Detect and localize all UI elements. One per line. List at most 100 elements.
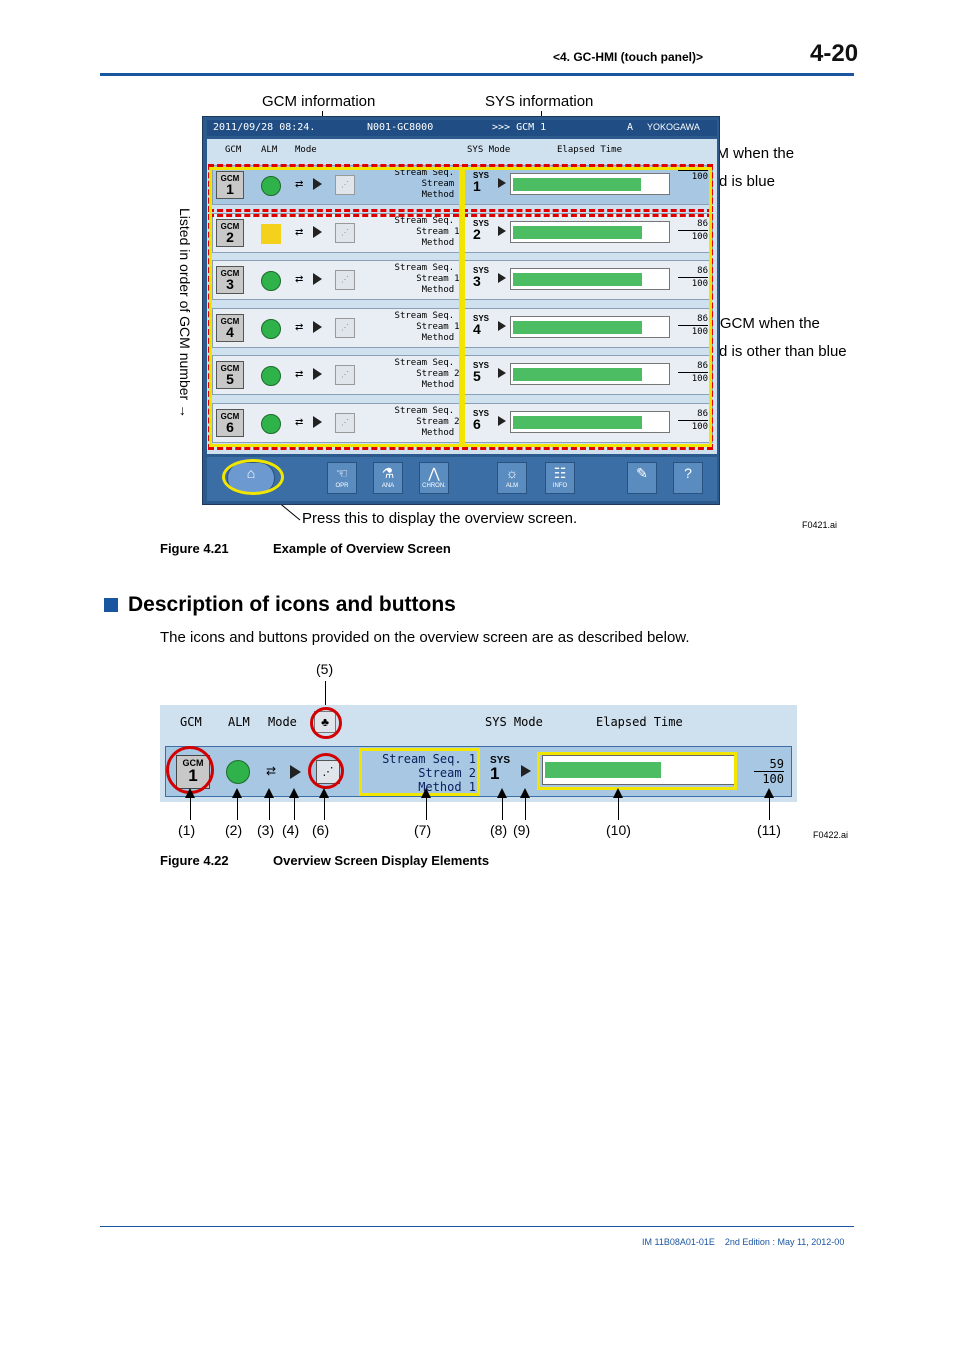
unit-name: N001-GC8000	[367, 122, 434, 133]
gcm-selector[interactable]: >>> GCM 1	[492, 122, 547, 133]
stream: Stream 22	[416, 369, 465, 379]
sys-number: 4	[473, 321, 481, 337]
elapsed-fill	[513, 178, 641, 191]
elapsed-bar	[510, 316, 670, 338]
highlight-marker-6	[308, 753, 344, 789]
elapsed-values: 100	[678, 170, 708, 183]
sys-number: 2	[473, 226, 481, 242]
col-gcm: GCM	[225, 145, 242, 155]
marker-label: (3)	[257, 822, 275, 838]
status-bar: 2011/09/28 08:24. N001-GC8000 >>> GCM 1 …	[207, 120, 717, 136]
stream-seq: Stream Seq. 1	[394, 263, 465, 273]
elapsed-current: 86	[678, 218, 708, 231]
figure-caption-title-1: Example of Overview Screen	[273, 541, 451, 556]
play-icon	[313, 273, 322, 285]
opr-button[interactable]: ☜OPR	[327, 462, 357, 494]
fig2-col-gcm: GCM	[180, 715, 202, 729]
play-icon	[313, 321, 322, 333]
marker-arrowhead	[520, 788, 530, 798]
gcm-tag: GCM	[220, 222, 240, 231]
mode-icon: ⇄	[295, 417, 304, 428]
method: Method 1	[421, 428, 465, 438]
gcm-number: 3	[226, 276, 234, 292]
marker-label: (11)	[757, 822, 781, 838]
sys-play-icon	[498, 178, 506, 188]
section-body: The icons and buttons provided on the ov…	[160, 629, 690, 646]
detail-button[interactable]: ⋰	[335, 270, 355, 290]
marker-label: (10)	[606, 822, 631, 838]
marker-leader	[269, 796, 270, 820]
alarm-status-icon	[261, 319, 281, 339]
marker-label: (8)	[490, 822, 508, 838]
elapsed-fill	[513, 368, 642, 381]
detail-button[interactable]: ⋰	[335, 223, 355, 243]
method: Method 1	[421, 190, 465, 200]
opr-label: OPR	[335, 483, 349, 489]
page-number: 4-20	[810, 40, 859, 67]
wrench-icon: ✎	[636, 465, 648, 481]
help-button[interactable]: ?	[673, 462, 703, 494]
elapsed-total: 100	[691, 422, 708, 432]
sys-tag: SYS	[473, 219, 490, 228]
elapsed-bar	[510, 363, 670, 385]
ana-button[interactable]: ⚗ANA	[373, 462, 403, 494]
footer-text: IM 11B08A01-01E 2nd Edition : May 11, 20…	[642, 1237, 844, 1247]
marker-arrowhead	[613, 788, 623, 798]
fig2-stream: Stream 2	[418, 766, 476, 780]
alm-button[interactable]: ☼ALM	[497, 462, 527, 494]
fig2-alarm-status-icon	[226, 760, 250, 784]
elapsed-fill	[513, 226, 642, 239]
sys-tag: SYS	[473, 171, 490, 180]
stream-seq: Stream Seq. 1	[394, 358, 465, 368]
elapsed-total: 100	[691, 232, 708, 242]
method: Method 1	[421, 238, 465, 248]
mode-icon: ⇄	[295, 179, 304, 190]
sys-tag: SYS	[473, 409, 490, 418]
detail-button[interactable]: ⋰	[335, 413, 355, 433]
marker-5: (5)	[316, 661, 334, 677]
tools-button[interactable]: ✎	[627, 462, 657, 494]
stream: Stream 27	[416, 417, 465, 427]
alarm-status-icon	[261, 224, 281, 244]
info-button[interactable]: ☷INFO	[545, 462, 575, 494]
detail-button[interactable]: ⋰	[335, 175, 355, 195]
elapsed-current: 86	[678, 360, 708, 373]
sys-number: 1	[473, 178, 481, 194]
col-alm: ALM	[261, 145, 278, 155]
gcm-tag: GCM	[220, 174, 240, 183]
elapsed-fill	[513, 416, 642, 429]
fig2-sys-num: 1	[490, 764, 500, 783]
header-section: <4. GC-HMI (touch panel)>	[553, 50, 704, 64]
chron-button[interactable]: ⋀CHRON.	[419, 462, 449, 494]
play-icon	[313, 416, 322, 428]
highlight-home	[222, 459, 284, 495]
highlight-marker-10	[537, 752, 737, 790]
fig2-elapsed-current: 59	[754, 757, 784, 772]
gcm-tag: GCM	[220, 412, 240, 421]
gcm-tag: GCM	[220, 364, 240, 373]
detail-button[interactable]: ⋰	[335, 318, 355, 338]
detail-button[interactable]: ⋰	[335, 365, 355, 385]
elapsed-bar	[510, 411, 670, 433]
highlight-marker-1	[166, 746, 214, 794]
elapsed-current: 86	[678, 408, 708, 421]
sys-number: 6	[473, 416, 481, 432]
stream-seq: Stream Seq. 1	[394, 406, 465, 416]
marker-label: (4)	[282, 822, 300, 838]
figure-caption-title-2: Overview Screen Display Elements	[273, 853, 490, 868]
